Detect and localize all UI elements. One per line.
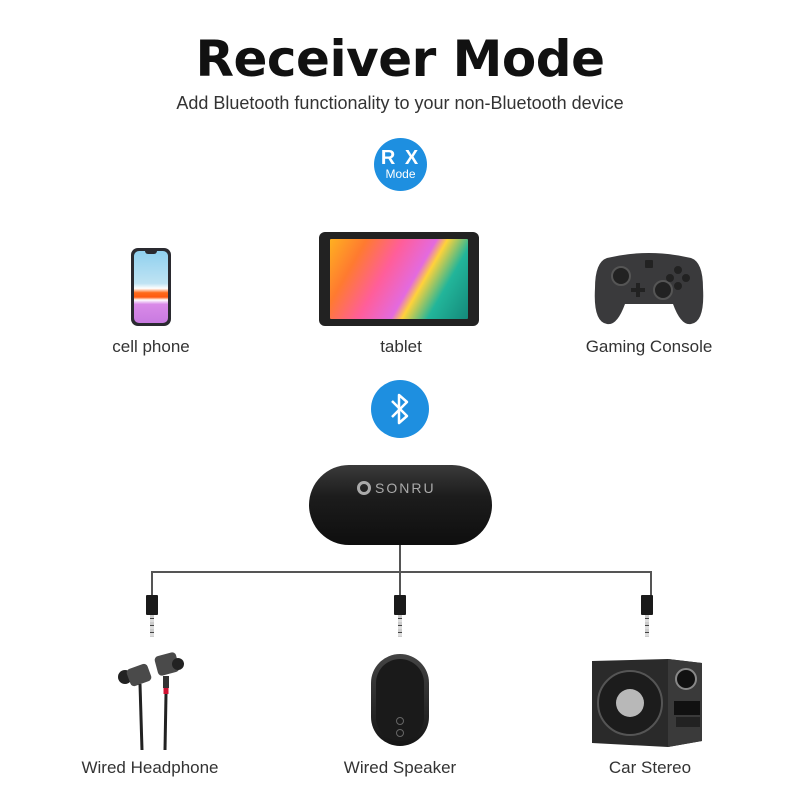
aux-jack-icon [146, 595, 158, 615]
output-label-car-stereo: Car Stereo [608, 758, 692, 777]
earphones-icon [118, 652, 184, 750]
aux-plug-icon [645, 615, 649, 637]
aux-plug-icon [150, 615, 154, 637]
receiver-brand-logo: SONRU [357, 480, 436, 496]
bluetooth-receiver-icon: SONRU [309, 465, 492, 545]
aux-plug-icon [398, 615, 402, 637]
output-label-wired-speaker: Wired Speaker [343, 758, 457, 777]
cable-splitter [151, 571, 652, 573]
subwoofer-icon [592, 659, 702, 747]
output-label-wired-headphone: Wired Headphone [81, 758, 219, 777]
cable-left [151, 571, 153, 595]
receiver-brand: SONRU [375, 480, 436, 496]
bluetooth-icon [371, 380, 429, 438]
speaker-icon [371, 654, 429, 746]
tablet-icon [319, 232, 479, 326]
aux-jack-icon [641, 595, 653, 615]
source-label-tablet: tablet [380, 337, 422, 356]
rx-mode-badge: R X Mode [374, 138, 427, 191]
page-subtitle: Add Bluetooth functionality to your non-… [176, 93, 624, 113]
game-controller-icon [594, 253, 704, 325]
aux-jack-icon [394, 595, 406, 615]
rx-badge-line2: Mode [385, 166, 416, 181]
brand-mark-icon [357, 481, 371, 495]
page-title: Receiver Mode [195, 30, 605, 88]
source-label-cell-phone: cell phone [112, 337, 190, 356]
smartphone-icon [131, 248, 171, 326]
rx-badge-line1: R X [380, 146, 421, 169]
source-label-gaming-console: Gaming Console [585, 337, 713, 356]
cable-right [650, 571, 652, 595]
